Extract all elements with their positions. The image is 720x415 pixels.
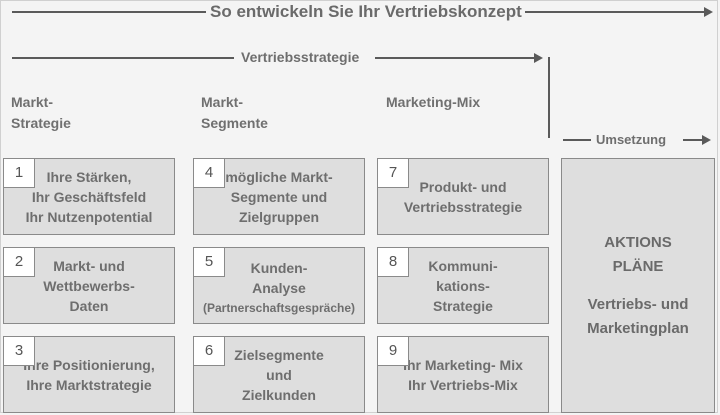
step-text-8: Kommuni- kations- Strategie [428, 258, 498, 314]
implementation-label: Umsetzung [592, 133, 671, 146]
step-box-2: 2 Markt- und Wettbewerbs- Daten [3, 247, 175, 324]
step-box-7: 7 Produkt- und Vertriebsstrategie [377, 158, 549, 235]
strategy-separator-line [548, 57, 550, 138]
header-arrow-line-right [525, 11, 705, 13]
step-number-8: 8 [377, 247, 409, 277]
step-number-3: 3 [3, 336, 35, 366]
step-text-6: Zielsegmente und Zielkunden [234, 347, 324, 403]
implementation-arrow-line-left [563, 139, 591, 141]
action-plans-title: AKTIONS PLÄNE [604, 234, 672, 275]
step-box-9: Ihr Marketing- Mix Ihr Vertriebs-Mix 9 [377, 336, 549, 413]
step-number-2: 2 [3, 247, 35, 277]
step-number-9: 9 [377, 336, 409, 366]
step-number-4: 4 [193, 158, 225, 188]
implementation-arrow-line-right [683, 139, 703, 141]
implementation-arrow-head [702, 135, 711, 145]
step-box-1: 1 Ihre Stärken, Ihr Geschäftsfeld Ihr Nu… [3, 158, 175, 235]
step-number-5: 5 [193, 247, 225, 277]
step-box-3: Ihre Positionierung, Ihre Marktstrategie… [3, 336, 175, 413]
step-box-4: mögliche Markt- Segmente und Zielgruppen… [193, 158, 365, 235]
strategy-arrow-head [534, 53, 543, 63]
header-arrow-line-left [12, 11, 207, 13]
step-box-5: 5 Kunden- Analyse (Partnerschaftsgespräc… [193, 247, 365, 324]
action-plans-subtitle: Vertriebs- und Marketingplan [587, 296, 689, 337]
step-number-1: 1 [3, 158, 35, 188]
step-text-3: Ihre Positionierung, Ihre Marktstrategie [23, 357, 155, 393]
step-text-4: mögliche Markt- Segmente und Zielgruppen [225, 169, 333, 225]
strategy-arrow-line-right [375, 57, 535, 59]
step-number-7: 7 [377, 158, 409, 188]
step-number-6: 6 [193, 336, 225, 366]
strategy-arrow-line-left [12, 57, 234, 59]
step-text-2: Markt- und Wettbewerbs- Daten [43, 258, 135, 314]
step-text-5: Kunden- Analyse (Partnerschaftsgespräche… [202, 260, 356, 315]
header-arrow-head [704, 7, 713, 17]
column-heading-market-strategy: Markt- Strategie [11, 94, 71, 131]
column-heading-marketing-mix: Marketing-Mix [386, 94, 481, 110]
strategy-label: Vertriebsstrategie [237, 50, 364, 64]
header-title: So entwickeln Sie Ihr Vertriebskonzept [206, 3, 526, 20]
step-box-8: 8 Kommuni- kations- Strategie [377, 247, 549, 324]
step-text-1: Ihre Stärken, Ihr Geschäftsfeld Ihr Nutz… [25, 169, 153, 225]
column-heading-market-segments: Markt- Segmente [201, 94, 268, 131]
action-plans-box: AKTIONS PLÄNE Vertriebs- und Marketingpl… [561, 158, 715, 413]
step-text-9: Ihr Marketing- Mix Ihr Vertriebs-Mix [403, 357, 523, 393]
step-text-7: Produkt- und Vertriebsstrategie [403, 179, 523, 215]
step-box-6: 6 Zielsegmente und Zielkunden [193, 336, 365, 413]
